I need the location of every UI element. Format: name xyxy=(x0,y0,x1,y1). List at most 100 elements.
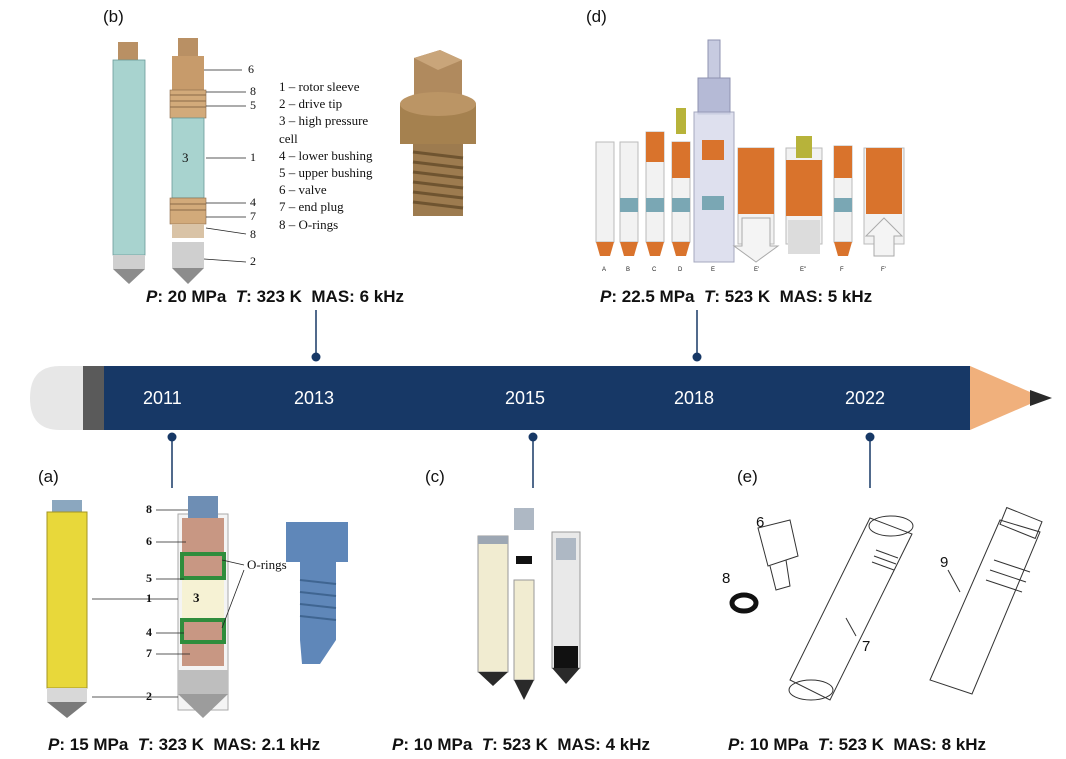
legend-item: 6 – valve xyxy=(279,182,327,198)
caption-e: P: 10 MPa T: 523 K MAS: 8 kHz xyxy=(728,735,986,754)
caption-key: P xyxy=(392,735,404,754)
caption-mas: 6 kHz xyxy=(359,287,404,306)
legend-item: 4 – lower bushing xyxy=(279,147,373,163)
callout-b: 6 xyxy=(248,62,254,76)
rotor-b-exterior xyxy=(112,42,146,284)
legend-item: 3 – high pressure xyxy=(279,113,369,129)
pencil-ferrule xyxy=(83,366,104,430)
panel-label-c: (c) xyxy=(425,467,445,486)
caption-key: T xyxy=(481,735,493,754)
caption-key: T xyxy=(817,735,829,754)
rotors-e xyxy=(729,506,1043,701)
year-label: 2018 xyxy=(674,388,715,408)
pencil-lead xyxy=(1030,390,1052,406)
year-label: 2022 xyxy=(845,388,886,408)
caption-mas: 2.1 kHz xyxy=(261,735,321,754)
callout-b: 5 xyxy=(250,98,256,112)
callout-b: 4 xyxy=(250,195,256,209)
callout-a: 3 xyxy=(193,590,200,605)
callout-lines-a xyxy=(92,509,245,698)
callout-a: 4 xyxy=(146,625,152,639)
marker-dot-d xyxy=(692,352,702,362)
caption-key: P xyxy=(48,735,60,754)
caption-key: T xyxy=(703,287,715,306)
caption-key: P xyxy=(728,735,740,754)
legend-b: 1 – rotor sleeve 2 – drive tip 3 – high … xyxy=(279,78,373,233)
legend-item: 7 – end plug xyxy=(279,199,344,215)
rotor-letter: E' xyxy=(754,267,760,273)
caption-c: P: 10 MPa T: 523 K MAS: 4 kHz xyxy=(392,735,650,754)
caption-key: MAS xyxy=(779,287,818,306)
callout-b: 8 xyxy=(250,227,256,241)
callout-b: 3 xyxy=(182,150,189,165)
rotor-b-section xyxy=(169,38,207,284)
callout-a: 1 xyxy=(146,591,152,605)
callout-a: 2 xyxy=(146,689,152,703)
callout-a: 5 xyxy=(146,571,152,585)
pencil-wood xyxy=(970,366,1030,430)
rotor-a-section xyxy=(177,496,229,718)
orings-label: O-rings xyxy=(247,557,287,572)
callout-a: 6 xyxy=(146,534,152,548)
year-label: 2011 xyxy=(143,388,182,408)
callout-b: 1 xyxy=(250,150,256,164)
rotor-a-exterior xyxy=(46,500,88,718)
caption-key: MAS xyxy=(893,735,932,754)
callout-b: 8 xyxy=(250,84,256,98)
legend-item: 1 – rotor sleeve xyxy=(279,79,360,94)
panel-label-d: (d) xyxy=(586,7,607,26)
callout-e: 9 xyxy=(940,554,949,571)
callout-e: 8 xyxy=(722,570,731,587)
caption-key: P xyxy=(146,287,158,306)
timeline-bar xyxy=(104,366,970,430)
rotor-letter: C xyxy=(652,267,657,273)
callout-lines-b xyxy=(203,69,247,263)
legend-item: 2 – drive tip xyxy=(279,96,343,112)
valve-b-3d xyxy=(400,50,476,216)
caption-a: P: 15 MPa T: 323 K MAS: 2.1 kHz xyxy=(48,735,321,754)
callout-e: 6 xyxy=(756,514,765,531)
rotor-letter: E'' xyxy=(800,267,807,273)
caption-key: MAS xyxy=(213,735,252,754)
panel-label-e: (e) xyxy=(737,467,758,486)
rotor-letter: F xyxy=(840,267,844,273)
caption-key: T xyxy=(137,735,149,754)
caption-temperature: 323 K xyxy=(158,735,204,754)
caption-pressure: 10 MPa xyxy=(749,735,809,754)
caption-key: MAS xyxy=(557,735,596,754)
caption-temperature: 523 K xyxy=(724,287,771,306)
caption-mas: 4 kHz xyxy=(605,735,650,754)
panel-label-b: (b) xyxy=(103,7,124,26)
rotors-d xyxy=(595,39,905,263)
valve-a-3d xyxy=(286,522,348,664)
caption-mas: 5 kHz xyxy=(827,287,873,306)
rotor-letter: B xyxy=(626,267,631,273)
caption-key: MAS xyxy=(311,287,350,306)
callout-a: 7 xyxy=(146,646,152,660)
caption-pressure: 10 MPa xyxy=(413,735,473,754)
marker-dot-b xyxy=(311,352,321,362)
legend-item: 5 – upper bushing xyxy=(279,165,373,181)
legend-item: 8 – O-rings xyxy=(279,216,339,232)
callout-a: 8 xyxy=(146,502,152,516)
rotor-letter: E xyxy=(711,267,716,273)
legend-item: cell xyxy=(279,130,298,146)
year-label: 2015 xyxy=(505,388,546,408)
callout-e: 7 xyxy=(862,638,871,655)
caption-key: T xyxy=(235,287,247,306)
caption-d: P: 22.5 MPa T: 523 K MAS: 5 kHz xyxy=(600,287,873,306)
caption-mas: 8 kHz xyxy=(941,735,986,754)
rotor-letter: D xyxy=(678,267,683,273)
caption-temperature: 523 K xyxy=(838,735,884,754)
caption-temperature: 523 K xyxy=(502,735,548,754)
rotors-c xyxy=(477,508,581,700)
pencil-eraser xyxy=(30,366,83,430)
rotor-letter: A xyxy=(602,267,607,273)
rotor-letter: F' xyxy=(881,267,886,273)
caption-key: P xyxy=(600,287,612,306)
caption-pressure: 20 MPa xyxy=(167,287,227,306)
caption-temperature: 323 K xyxy=(256,287,302,306)
caption-pressure: 15 MPa xyxy=(69,735,129,754)
caption-b: P: 20 MPa T: 323 K MAS: 6 kHz xyxy=(146,287,404,306)
